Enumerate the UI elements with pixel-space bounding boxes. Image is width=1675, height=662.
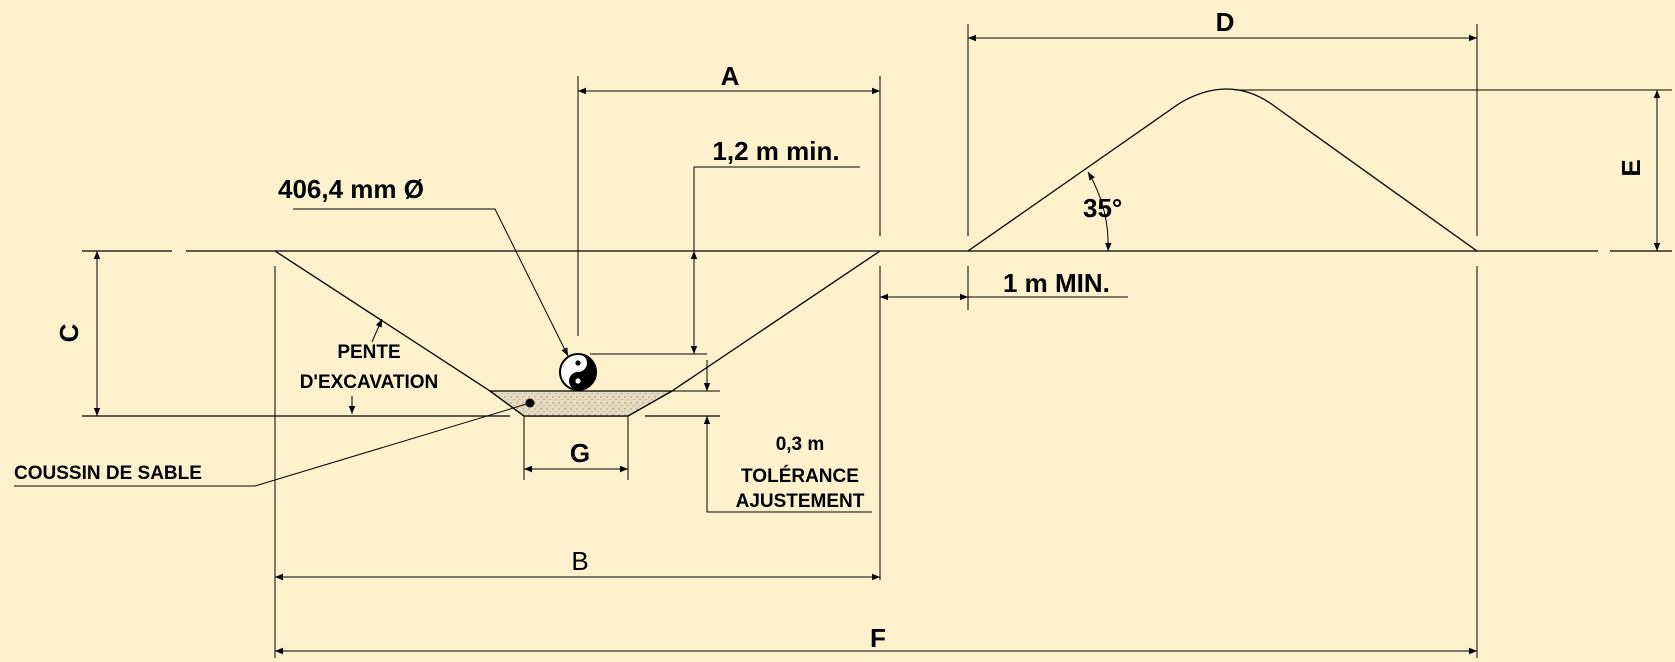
spoil-pile [967, 88, 1478, 252]
svg-text:C: C [54, 323, 84, 342]
extension-lines [274, 24, 1672, 658]
svg-text:1 m MIN.: 1 m MIN. [1003, 268, 1110, 298]
svg-text:D: D [1216, 7, 1235, 37]
svg-text:E: E [1616, 159, 1646, 176]
svg-text:406,4 mm Ø: 406,4 mm Ø [278, 174, 424, 204]
min-cover-dimension: 1,2 m min. [690, 136, 860, 354]
svg-text:A: A [721, 61, 740, 91]
svg-text:TOLÉRANCE: TOLÉRANCE [741, 465, 859, 487]
svg-text:F: F [870, 623, 886, 653]
svg-text:PENTE: PENTE [337, 342, 400, 363]
svg-text:1,2 m min.: 1,2 m min. [712, 136, 839, 166]
svg-text:B: B [571, 546, 588, 576]
min-offset-dimension: 1 m MIN. [880, 268, 1128, 301]
pipe-icon [559, 353, 597, 391]
sand-bed-callout: COUSSIN DE SABLE [14, 398, 535, 487]
angle-dimension: 35° [1083, 171, 1122, 252]
dimension-f: F [275, 623, 1477, 655]
dimension-c: C [54, 251, 101, 416]
dimension-a: A [578, 61, 880, 95]
dimension-d: D [968, 7, 1477, 42]
dimension-b: B [275, 546, 880, 581]
svg-text:0,3 m: 0,3 m [776, 434, 825, 455]
slope-callout: PENTE D'EXCAVATION [300, 318, 439, 414]
svg-text:G: G [570, 438, 590, 468]
svg-text:D'EXCAVATION: D'EXCAVATION [300, 372, 439, 393]
svg-text:AJUSTEMENT: AJUSTEMENT [736, 491, 865, 512]
svg-text:35°: 35° [1083, 193, 1122, 223]
tolerance-dimension: 0,3 m TOLÉRANCE AJUSTEMENT [703, 360, 872, 513]
pipe-diameter-callout: 406,4 mm Ø [278, 174, 569, 357]
svg-text:COUSSIN DE SABLE: COUSSIN DE SABLE [14, 463, 202, 484]
sand-bed [488, 390, 675, 417]
dimension-g: G [524, 438, 628, 473]
dimension-e: E [1616, 90, 1661, 251]
